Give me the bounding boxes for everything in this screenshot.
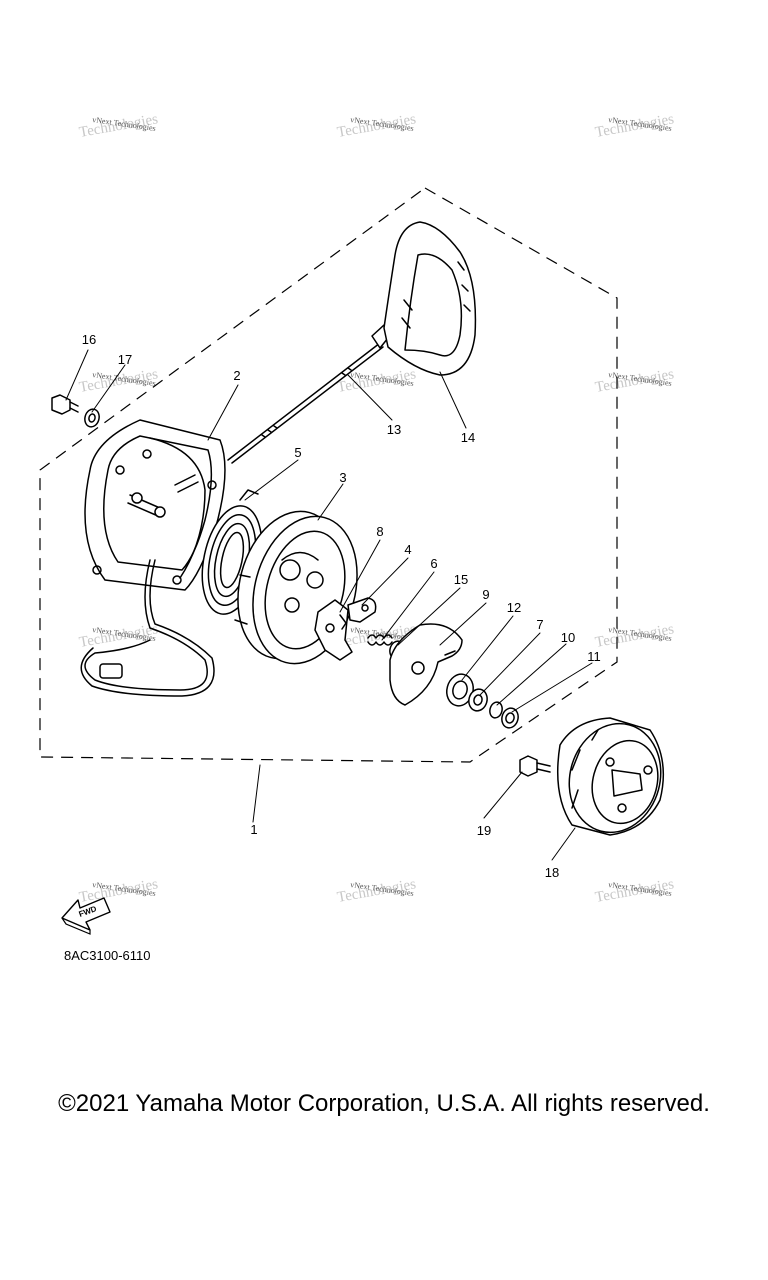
washer-17 bbox=[84, 408, 100, 428]
callout-10: 10 bbox=[561, 630, 575, 645]
starter-pulley bbox=[556, 717, 665, 836]
callout-16: 16 bbox=[82, 332, 96, 347]
callout-3: 3 bbox=[339, 470, 346, 485]
callout-11: 11 bbox=[587, 649, 601, 664]
copyright-notice: ©2021 Yamaha Motor Corporation, U.S.A. A… bbox=[58, 1090, 710, 1117]
washer-7 bbox=[468, 688, 488, 712]
callout-5: 5 bbox=[294, 445, 301, 460]
diagram-code: 8AC3100-6110 bbox=[64, 948, 151, 963]
starter-case bbox=[84, 419, 226, 591]
callout-15: 15 bbox=[454, 572, 468, 587]
leader-lines bbox=[65, 349, 593, 861]
assembly-outline bbox=[39, 187, 618, 763]
washer-10 bbox=[489, 701, 503, 719]
callout-1: 1 bbox=[250, 822, 257, 837]
callout-8: 8 bbox=[376, 524, 383, 539]
callout-6: 6 bbox=[430, 556, 437, 571]
callout-12: 12 bbox=[507, 600, 521, 615]
callout-9: 9 bbox=[482, 587, 489, 602]
callout-7: 7 bbox=[536, 617, 543, 632]
fwd-arrow-icon: FWD bbox=[61, 897, 111, 935]
callout-2: 2 bbox=[233, 368, 240, 383]
callout-14: 14 bbox=[461, 430, 475, 445]
callout-18: 18 bbox=[545, 865, 559, 880]
callout-4: 4 bbox=[404, 542, 411, 557]
nut-11 bbox=[501, 707, 519, 729]
starter-handle bbox=[371, 221, 477, 376]
callout-17: 17 bbox=[118, 352, 132, 367]
drive-pawl bbox=[314, 599, 353, 661]
callout-labels: 1 2 3 4 5 6 7 8 9 10 11 12 13 14 15 16 1… bbox=[82, 332, 601, 880]
bolt-16 bbox=[51, 394, 79, 415]
return-spring bbox=[367, 634, 393, 646]
hose-clamp bbox=[99, 663, 123, 679]
starter-rope bbox=[227, 342, 384, 464]
callout-13: 13 bbox=[387, 422, 401, 437]
callout-19: 19 bbox=[477, 823, 491, 838]
hose bbox=[84, 559, 208, 691]
bolt-19 bbox=[519, 755, 551, 777]
